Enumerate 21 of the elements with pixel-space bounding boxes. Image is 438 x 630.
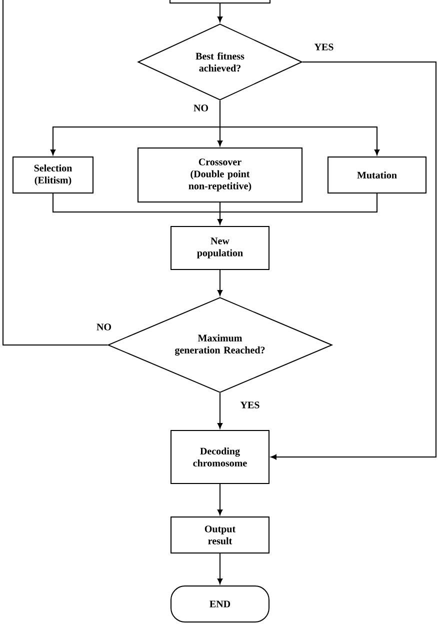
arrow <box>217 270 223 296</box>
process-box: Crossover (Double point non-repetitive) <box>138 148 302 202</box>
connector-line <box>220 193 378 212</box>
process-box: Output result <box>170 516 270 554</box>
arrow <box>217 484 223 516</box>
process-box: Decoding chromosome <box>170 430 270 484</box>
arrow <box>217 3 223 22</box>
connector-line <box>52 193 220 212</box>
arrow <box>220 100 380 156</box>
edge-label: YES <box>239 400 261 410</box>
arrow <box>217 553 223 584</box>
terminal-box: END <box>170 586 270 622</box>
arrow <box>217 202 223 225</box>
process-box <box>170 0 270 4</box>
edge-label: NO <box>192 104 210 112</box>
arrow <box>270 62 436 460</box>
arrow <box>217 392 223 429</box>
process-box: Mutation <box>328 156 426 194</box>
edge-label: YES <box>313 42 335 52</box>
process-box: Selection (Elitism) <box>12 156 94 194</box>
process-box: New population <box>170 226 270 270</box>
